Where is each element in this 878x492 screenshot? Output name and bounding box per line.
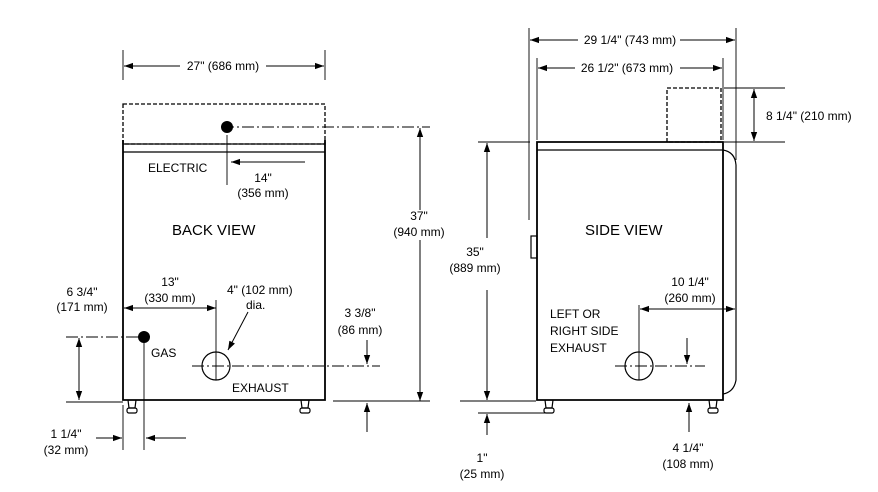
dim-clearance-bottom: (25 mm) <box>460 467 505 481</box>
dim-exhaust-x-top: 10 1/4" <box>671 275 709 289</box>
exhaust-label: EXHAUST <box>232 381 289 395</box>
electric-label: ELECTRIC <box>148 161 208 175</box>
dim-back-width: 27" (686 mm) <box>187 59 259 73</box>
dim-height-37-bottom: (940 mm) <box>393 225 444 239</box>
dim-exhaust-height-top: 3 3/8" <box>345 306 376 320</box>
dim-gas-offset-top: 1 1/4" <box>51 427 82 441</box>
side-view: SIDE VIEW 29 1/4" (743 mm) 26 1/2" (673 … <box>449 28 852 481</box>
side-feet <box>543 399 719 414</box>
dim-clearance-top: 1" <box>477 451 488 465</box>
dim-electric-bottom: (356 mm) <box>237 186 288 200</box>
dim-height-37-top: 37" <box>410 209 428 223</box>
dim-vent-height: 8 1/4" (210 mm) <box>766 109 852 123</box>
side-door <box>722 149 737 395</box>
side-view-title: SIDE VIEW <box>585 222 663 239</box>
dim-gas-height-top: 6 3/4" <box>67 285 98 299</box>
back-feet <box>126 399 311 414</box>
back-view-title: BACK VIEW <box>172 222 256 239</box>
dim-exhaust-dia-top: 4" (102 mm) <box>227 283 293 297</box>
dim-exhaust-x-bottom: (260 mm) <box>664 291 715 305</box>
dim-13-top: 13" <box>161 275 179 289</box>
dim-overall-depth: 29 1/4" (743 mm) <box>584 33 676 47</box>
gas-label: GAS <box>151 346 176 360</box>
side-exhaust-line1: LEFT OR <box>550 307 601 321</box>
dim-13-bottom: (330 mm) <box>144 291 195 305</box>
gas-connection-icon <box>138 331 150 343</box>
dim-height-35-bottom: (889 mm) <box>449 261 500 275</box>
dim-feet-top: 4 1/4" <box>673 441 704 455</box>
side-control-knob <box>530 235 538 259</box>
dim-height-35-top: 35" <box>466 245 484 259</box>
back-view: ELECTRIC 14" (356 mm) BACK VIEW 27" (686… <box>44 50 445 457</box>
dim-cabinet-depth: 26 1/2" (673 mm) <box>581 61 673 75</box>
dim-exhaust-height-bottom: (86 mm) <box>338 323 383 337</box>
back-cabinet <box>122 140 326 401</box>
dim-exhaust-dia-bottom: dia. <box>246 298 265 312</box>
dim-feet-bottom: (108 mm) <box>662 457 713 471</box>
side-vent-outline <box>666 87 722 143</box>
side-cabinet <box>536 141 724 401</box>
side-exhaust-line3: EXHAUST <box>550 341 607 355</box>
dim-gas-offset-bottom: (32 mm) <box>44 443 89 457</box>
dim-electric-top: 14" <box>254 171 272 185</box>
dim-gas-height-bottom: (171 mm) <box>56 300 107 314</box>
side-exhaust-line2: RIGHT SIDE <box>550 324 618 338</box>
